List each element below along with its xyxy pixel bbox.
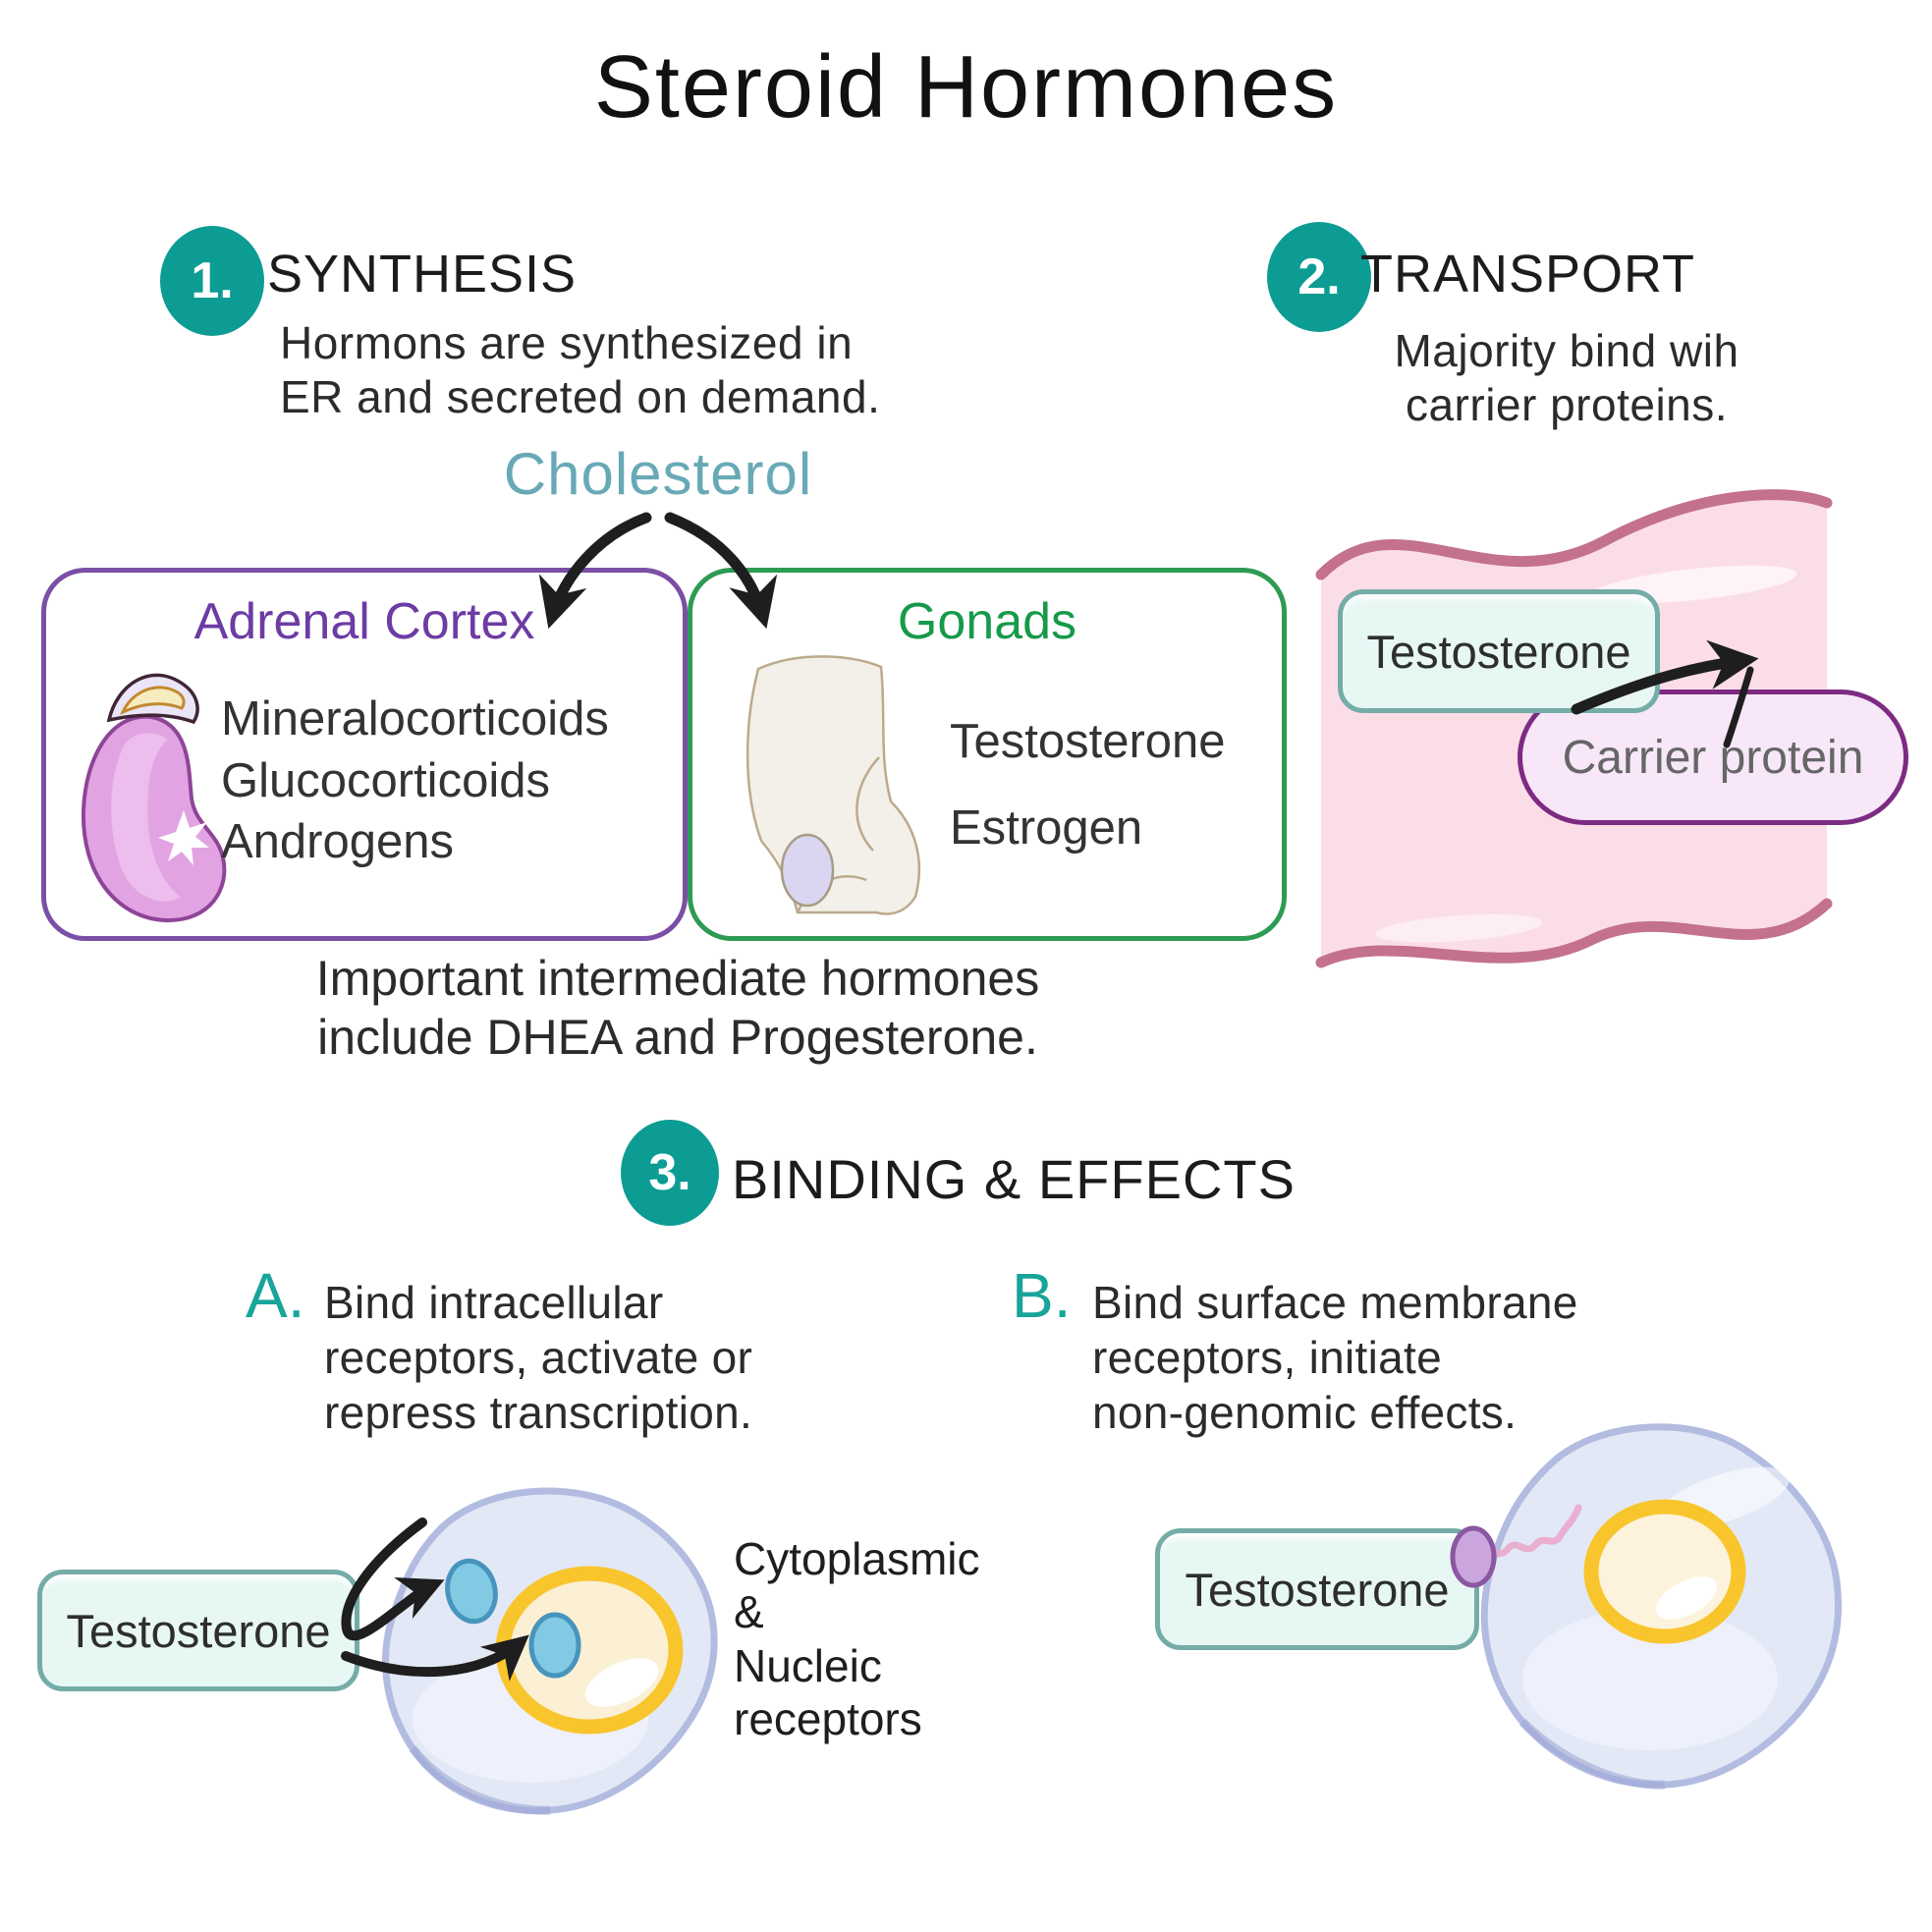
carrier-protein-label: Carrier protein	[1562, 731, 1864, 784]
male-pelvis-icon	[745, 655, 921, 915]
caption-line4: receptors	[734, 1692, 922, 1744]
binding-heading: BINDING & EFFECTS	[732, 1148, 1296, 1210]
binding-a-label: A.	[246, 1260, 305, 1331]
step-1-badge: 1.	[160, 226, 264, 336]
binding-a-testosterone-label: Testosterone	[66, 1604, 331, 1657]
gonads-box: Gonads Testosterone Estrogen	[688, 568, 1287, 941]
binding-a-testosterone-chip: Testosterone	[37, 1570, 359, 1691]
adrenal-gland-icon	[81, 673, 227, 923]
synthesis-description: Hormons are synthesized in ER and secret…	[280, 316, 1007, 424]
binding-a-line3: repress transcription.	[324, 1387, 753, 1439]
binding-a-line2: receptors, activate or	[324, 1332, 753, 1384]
step-2-badge: 2.	[1267, 222, 1371, 332]
transport-testosterone-chip: Testosterone	[1338, 589, 1660, 713]
note-line1: Important intermediate hormones	[315, 951, 1040, 1006]
adrenal-hormone-3: Androgens	[221, 815, 455, 869]
binding-a-text: Bind intracellular receptors, activate o…	[324, 1275, 874, 1440]
step-2-number: 2.	[1297, 248, 1341, 305]
transport-line2: carrier proteins.	[1405, 379, 1729, 431]
transport-heading: TRANSPORT	[1360, 245, 1696, 304]
gonads-title: Gonads	[897, 593, 1077, 650]
synthesis-line2: ER and secreted on demand.	[280, 371, 881, 423]
transport-testosterone-label: Testosterone	[1366, 625, 1631, 678]
binding-b-label: B.	[1012, 1260, 1072, 1331]
adrenal-hormone-list: Mineralocorticoids Glucocorticoids Andro…	[221, 689, 609, 873]
transport-description: Majority bind wih carrier proteins.	[1346, 324, 1788, 432]
synthesis-heading: SYNTHESIS	[267, 245, 578, 304]
binding-a-line1: Bind intracellular	[324, 1277, 664, 1328]
adrenal-hormone-1: Mineralocorticoids	[221, 692, 609, 745]
binding-b-text: Bind surface membrane receptors, initiat…	[1092, 1275, 1701, 1440]
caption-line2: &	[734, 1586, 764, 1638]
adrenal-hormone-2: Glucocorticoids	[221, 753, 550, 807]
synthesis-line1: Hormons are synthesized in	[280, 317, 854, 368]
step-3-number: 3.	[648, 1144, 691, 1201]
binding-b-line3: non-genomic effects.	[1092, 1387, 1518, 1439]
binding-b-line1: Bind surface membrane	[1092, 1277, 1578, 1328]
receptors-caption: Cytoplasmic & Nucleic receptors	[734, 1532, 1068, 1745]
adrenal-cortex-title: Adrenal Cortex	[193, 593, 535, 650]
step-3-badge: 3.	[621, 1120, 719, 1226]
gonad-hormone-2: Estrogen	[950, 801, 1143, 856]
cholesterol-label: Cholesterol	[503, 441, 813, 507]
intermediate-hormones-note: Important intermediate hormones include …	[236, 949, 1120, 1067]
binding-b-testosterone-label: Testosterone	[1185, 1563, 1450, 1616]
note-line2: include DHEA and Progesterone.	[317, 1010, 1038, 1065]
caption-line3: Nucleic	[734, 1639, 882, 1691]
caption-line1: Cytoplasmic	[734, 1533, 980, 1584]
gonad-hormone-list: Testosterone Estrogen	[950, 698, 1226, 871]
step-1-number: 1.	[191, 252, 234, 309]
page-title: Steroid Hormones	[593, 38, 1339, 137]
cell-b-icon	[1450, 1423, 1843, 1790]
transport-line1: Majority bind wih	[1394, 325, 1739, 376]
gonad-hormone-1: Testosterone	[950, 715, 1226, 768]
adrenal-cortex-box: Adrenal Cortex Mineralocorticoids Glucoc…	[41, 568, 688, 941]
binding-b-line2: receptors, initiate	[1092, 1332, 1442, 1384]
binding-b-testosterone-chip: Testosterone	[1155, 1528, 1479, 1650]
cell-a-icon	[382, 1487, 718, 1815]
